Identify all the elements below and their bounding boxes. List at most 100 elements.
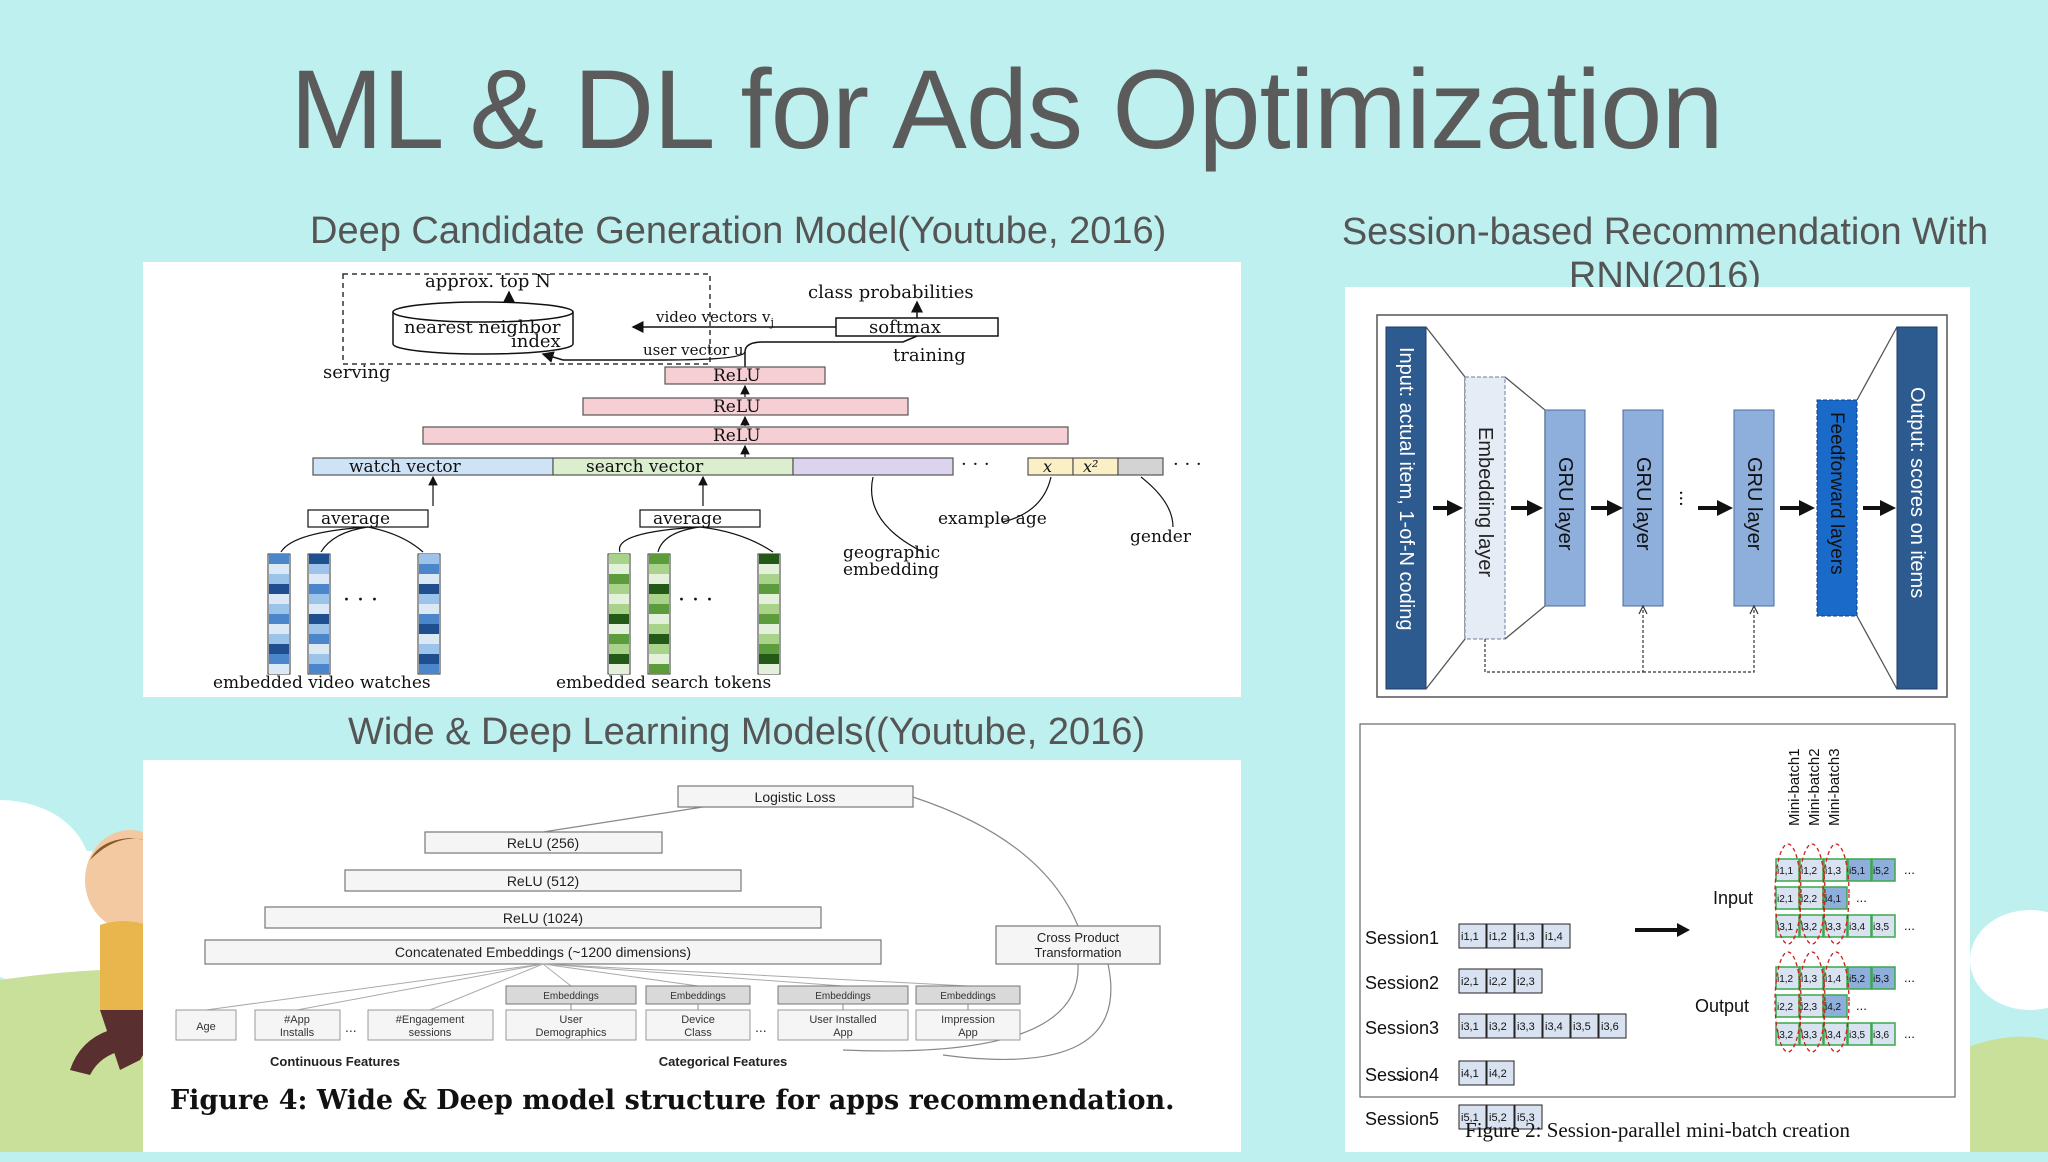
serving-label: serving — [323, 362, 391, 383]
session-item-cell: i3,5 — [1570, 1013, 1599, 1039]
relu-label-3: ReLU — [713, 366, 761, 386]
minibatch-cell: i3,6 — [1871, 1022, 1896, 1046]
minibatch-cell: i3,2 — [1775, 1022, 1800, 1046]
session-item-cell: i2,3 — [1514, 968, 1543, 994]
minibatch-cell: i3,5 — [1871, 914, 1896, 938]
session-item-cell: i3,6 — [1598, 1013, 1627, 1039]
minibatch-cell-label: i1,4 — [1825, 974, 1842, 985]
minibatch-cell-label: i1,2 — [1777, 974, 1794, 985]
approx-top-label: approx. top N — [425, 271, 551, 292]
input-layer-label: Input: actual item, 1-of-N coding — [1395, 347, 1417, 630]
feature-device-class-box — [645, 1009, 751, 1041]
session-item-cell: i1,3 — [1514, 923, 1543, 949]
minibatch-cell: i5,2 — [1871, 858, 1896, 882]
session-item-label: i1,3 — [1517, 931, 1535, 943]
video-embedding-column-2 — [307, 553, 331, 675]
dots-2: · · · — [1173, 454, 1202, 475]
minibatch-cell-label: i5,2 — [1873, 866, 1890, 877]
logistic-loss-label: Logistic Loss — [755, 789, 836, 805]
minibatch-cell: i3,3 — [1799, 1022, 1824, 1046]
cross-product-label-2: Transformation — [1035, 945, 1122, 960]
minibatch-cell-label: i4,1 — [1825, 894, 1842, 905]
session-item-label: i2,2 — [1489, 976, 1507, 988]
session-item-cell: i2,1 — [1458, 968, 1487, 994]
embedded-search-tokens-label: embedded search tokens — [556, 673, 771, 693]
minibatch-cell-label: i1,1 — [1777, 866, 1794, 877]
session-item-cell: i5,1 — [1458, 1104, 1487, 1130]
minibatch3-label: Mini-batch3 — [1826, 748, 1843, 826]
nn-index-label-1: nearest neighbor — [404, 317, 561, 338]
session-label: Session5 — [1365, 1109, 1439, 1129]
x2-label: x² — [1083, 457, 1098, 476]
relu-layer-2 — [582, 397, 909, 416]
session-item-label: i3,5 — [1573, 1021, 1591, 1033]
minibatch-cell-label: i3,2 — [1801, 922, 1818, 933]
gru-dots: ... — [1675, 490, 1697, 507]
minibatch-cell: i3,1 — [1775, 914, 1800, 938]
relu-label-2: ReLU — [713, 397, 761, 417]
minibatch-cell: i3,2 — [1799, 914, 1824, 938]
session-item-cell: i1,4 — [1542, 923, 1571, 949]
embeddings-label-1: Embeddings — [543, 991, 599, 1002]
concat-embeddings-box — [204, 939, 882, 965]
feature-ellipsis-1: ... — [345, 1019, 357, 1035]
minibatch-cell: i4,2 — [1823, 994, 1848, 1018]
embedding-layer-label: Embedding layer — [1474, 427, 1496, 577]
minibatch-cell-label: i4,2 — [1825, 1002, 1842, 1013]
minibatch-cell-label: i3,3 — [1801, 1030, 1818, 1041]
feature-engagement-label-1: #Engagement — [396, 1014, 465, 1026]
session-item-cell: i3,1 — [1458, 1013, 1487, 1039]
minibatch-cell: i4,1 — [1823, 886, 1848, 910]
session-item-cell: i3,4 — [1542, 1013, 1571, 1039]
minibatch-cell: i1,3 — [1799, 966, 1824, 990]
session-item-cell: i5,3 — [1514, 1104, 1543, 1130]
minibatch-cell: i2,1 — [1775, 886, 1800, 910]
session-item-label: i3,3 — [1517, 1021, 1535, 1033]
embeddings-label-4: Embeddings — [940, 991, 996, 1002]
minibatch-cell: i5,2 — [1847, 966, 1872, 990]
video-embedding-columns — [267, 553, 441, 675]
session-item-label: i3,6 — [1601, 1021, 1619, 1033]
feature-user-installed-app-label-2: App — [833, 1027, 853, 1039]
minibatch-cell-label: i2,3 — [1801, 1002, 1818, 1013]
relu-512-box — [344, 869, 742, 892]
feature-user-demographics-box — [505, 1009, 637, 1041]
relu-label-1: ReLU — [713, 426, 761, 446]
serving-dashed-box — [342, 273, 711, 365]
geographic-label-2: embedding — [843, 560, 939, 580]
session-label: Session1 — [1365, 928, 1439, 948]
minibatch-cell-label: i5,2 — [1849, 974, 1866, 985]
minibatch-cell-label: i3,2 — [1777, 1030, 1794, 1041]
output-layer-label: Output: scores on items — [1906, 387, 1928, 598]
feature-impression-app-box — [915, 1009, 1021, 1041]
minibatch-cell: i3,5 — [1847, 1022, 1872, 1046]
feature-impression-app-label-1: Impression — [941, 1014, 995, 1026]
minibatch-cell: i5,1 — [1847, 858, 1872, 882]
sessions-more: ... — [1393, 1064, 1408, 1084]
minibatch-row-ellipsis: ... — [1856, 998, 1867, 1013]
feature-app-installs-label-2: Installs — [280, 1027, 315, 1039]
gru-layer-1 — [1544, 409, 1586, 607]
session-item-cell: i1,1 — [1458, 923, 1487, 949]
relu-layer-3 — [664, 366, 826, 385]
minibatch-row-ellipsis: ... — [1856, 890, 1867, 905]
session-item-label: i5,2 — [1489, 1112, 1507, 1124]
slide-title: ML & DL for Ads Optimization — [290, 47, 1724, 172]
minibatch-row-ellipsis: ... — [1904, 970, 1915, 985]
session-item-cell: i3,3 — [1514, 1013, 1543, 1039]
gru-layer-3 — [1733, 409, 1775, 607]
minibatch-cell: i3,4 — [1823, 1022, 1848, 1046]
feature-ellipsis-2: ... — [755, 1019, 767, 1035]
session-item-label: i2,1 — [1461, 976, 1479, 988]
minibatch-input-ellipse — [1798, 843, 1826, 945]
wide-deep-diagram: Logistic Loss ReLU (256) ReLU (512) ReLU… — [175, 785, 1161, 1069]
output-layer-bar — [1896, 326, 1938, 690]
minibatch-cell: i3,3 — [1823, 914, 1848, 938]
minibatch-cell: i1,3 — [1823, 858, 1848, 882]
categorical-features-label: Categorical Features — [659, 1054, 788, 1069]
video-embedding-column-3 — [417, 553, 441, 675]
session-item-cell: i4,2 — [1486, 1060, 1515, 1086]
minibatch-row-ellipsis: ... — [1904, 918, 1915, 933]
session-item-label: i2,3 — [1517, 976, 1535, 988]
